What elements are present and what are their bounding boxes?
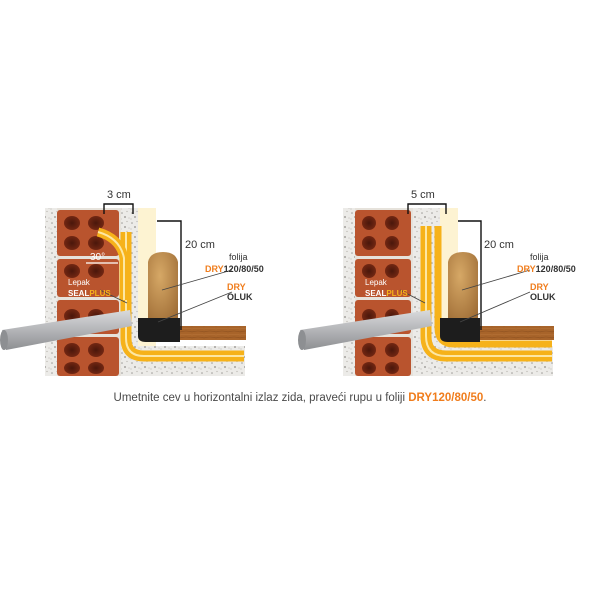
- gutter-brand-b: OLUK: [227, 292, 253, 302]
- width-dimension: [103, 203, 134, 214]
- foil-brand: DRY120/80/50: [205, 264, 264, 274]
- width-dimension: [407, 203, 447, 214]
- leader-gutter: [459, 291, 531, 323]
- caption: Umetnite cev u horizontalni izlaz zida, …: [0, 392, 600, 404]
- height-dimension: [458, 220, 482, 330]
- leader-gutter: [157, 291, 233, 323]
- width-label: 3 cm: [107, 189, 131, 201]
- height-dimension: [157, 220, 182, 330]
- caption-brand: DRY120/80/50: [408, 392, 484, 404]
- height-label: 20 cm: [484, 239, 514, 251]
- caption-end: .: [483, 392, 487, 404]
- width-label: 5 cm: [411, 189, 435, 201]
- pipe: [300, 310, 432, 350]
- leader-foil: [161, 269, 233, 291]
- dry-gutter: [138, 318, 180, 342]
- gutter-brand-a: DRY: [227, 282, 246, 292]
- floor-board: [478, 326, 554, 340]
- glue-label-line1: Lepak: [365, 278, 388, 287]
- angle-label: 30°: [90, 252, 105, 263]
- panel-3cm: 3 cm 20 cm 30° Lepak SEALPLUS folija DRY…: [0, 189, 264, 376]
- fill-sack: [448, 252, 478, 320]
- foil-brand: DRY120/80/50: [517, 264, 576, 274]
- leader-glue: [99, 289, 128, 304]
- gutter-brand-b: OLUK: [530, 292, 556, 302]
- fill-sack: [148, 252, 178, 320]
- panel-5cm: 5 cm 20 cm Lepak SEALPLUS folija DRY120/…: [298, 189, 576, 376]
- gutter-brand-a: DRY: [530, 282, 549, 292]
- pipe: [2, 310, 132, 350]
- floor-board: [178, 326, 246, 340]
- plaster-layer: [343, 208, 355, 376]
- foil-label: folija: [530, 252, 549, 262]
- leader-glue: [399, 289, 426, 304]
- glue-label-line2: SEALPLUS: [68, 289, 111, 298]
- caption-text: Umetnite cev u horizontalni izlaz zida, …: [113, 392, 409, 404]
- leader-foil: [461, 269, 531, 291]
- dry-gutter: [440, 318, 480, 342]
- glue-label-line1: Lepak: [68, 278, 91, 287]
- foil-label: folija: [229, 252, 248, 262]
- plaster-layer: [45, 208, 57, 376]
- height-label: 20 cm: [185, 239, 215, 251]
- glue-label-line2: SEALPLUS: [365, 289, 408, 298]
